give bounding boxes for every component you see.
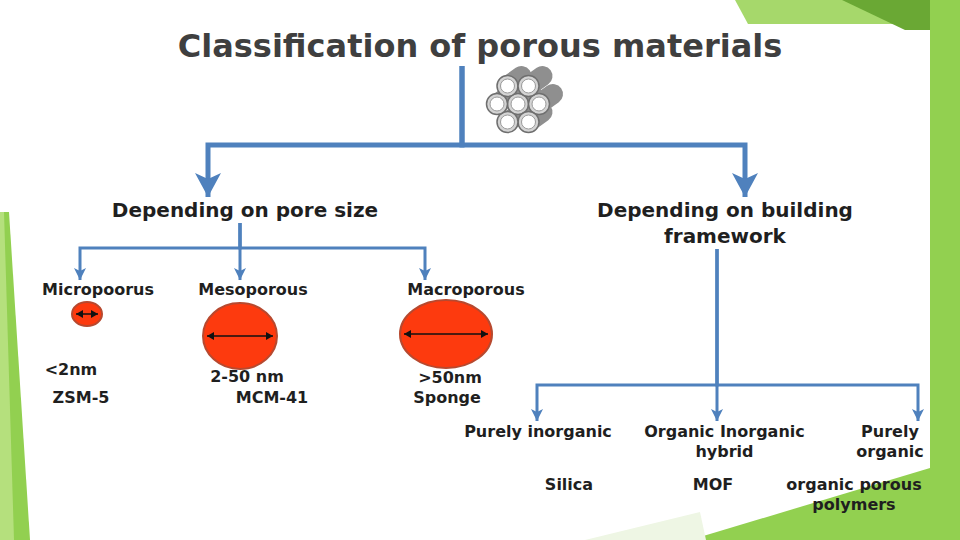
framework-node: Purely organic organic porous polymers [770, 421, 940, 521]
connector-arrow [240, 223, 425, 280]
size-range: 2-50 nm [197, 367, 297, 387]
pipe-end [518, 76, 539, 97]
class-heading: Purely inorganic [458, 422, 618, 442]
green-corner [585, 512, 706, 540]
example-material: ZSM-5 [41, 388, 121, 408]
size-range: <2nm [31, 360, 111, 380]
pore-size-circle: Macroporous >50nmSponge [395, 280, 535, 410]
framework-node: Purely inorganicSilica [455, 421, 625, 501]
class-heading: Micropoorus [33, 280, 163, 300]
example-material: MCM-41 [222, 388, 322, 408]
pipe-hole [522, 115, 536, 129]
green-strip [930, 0, 960, 540]
category-text: Depending on building framework [575, 197, 875, 249]
example-material: Sponge [402, 388, 492, 408]
size-range: >50nm [405, 368, 495, 388]
pipe-end [518, 112, 539, 133]
class-heading: Macroporous [401, 280, 531, 300]
category-text: Depending on pore size [95, 197, 395, 223]
example-material: Silica [529, 475, 609, 495]
pipe-hole [511, 97, 525, 111]
pore-circle [400, 300, 492, 368]
title-text: Classification of porous materials [130, 26, 830, 66]
pipe-bundle-icon [487, 76, 554, 133]
connector-arrow [80, 223, 240, 280]
diameter-arrow [404, 333, 488, 335]
pore-size-circle: Micropoorus <2nmZSM-5 [30, 280, 165, 410]
connector-arrow [239, 223, 242, 280]
diameter-arrow [76, 313, 98, 315]
pore-circle [72, 302, 102, 326]
pipe-hole [501, 79, 515, 93]
connector-arrow [537, 249, 717, 421]
connector-arrow [716, 249, 719, 421]
class-heading: Purely organic [843, 422, 937, 462]
connector-arrow [462, 66, 745, 197]
example-material: MOF [673, 475, 753, 495]
pipe-end [497, 76, 518, 97]
pore-circle [203, 303, 277, 369]
green-strip [0, 212, 14, 540]
pore-size-circle: Mesoporous 2-50 nmMCM-41 [185, 280, 325, 410]
category-node: Depending on pore size [95, 197, 395, 223]
diameter-arrow [207, 335, 273, 337]
connector-arrow [717, 249, 918, 421]
title-node: Classification of porous materials [130, 26, 830, 66]
pipe-hole [490, 97, 504, 111]
class-heading: Organic Inorganic hybrid [637, 422, 812, 462]
connector-arrow [208, 66, 462, 197]
green-strip [0, 212, 30, 540]
category-node: Depending on building framework [575, 197, 875, 249]
class-heading: Mesoporous [188, 280, 318, 300]
pipe-hole [532, 97, 546, 111]
pipe-hole [522, 79, 536, 93]
pipe-hole [501, 115, 515, 129]
example-material: organic porous polymers [774, 475, 934, 515]
